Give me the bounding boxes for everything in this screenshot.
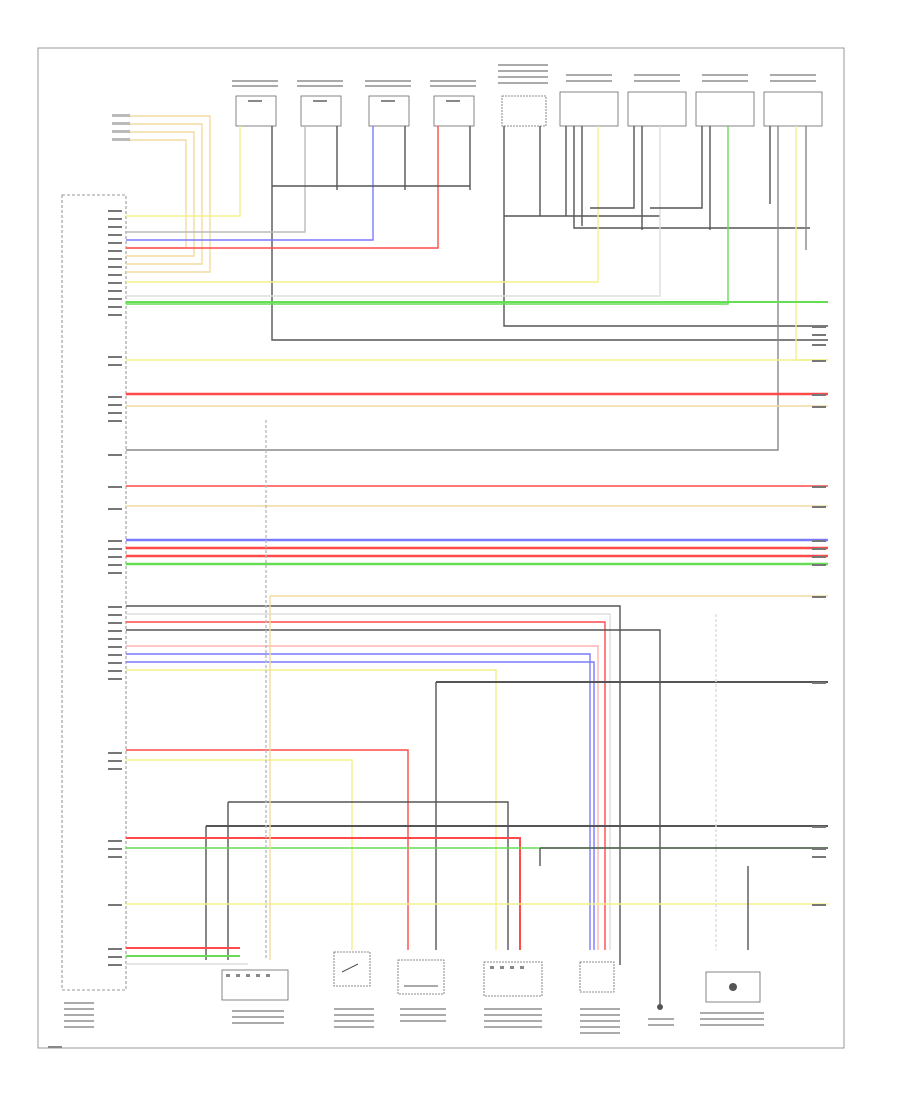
injector-3	[695, 74, 755, 127]
diagram-border	[37, 47, 845, 1049]
map-sensor	[483, 961, 543, 1028]
throttle-sensor	[579, 961, 620, 1034]
coil-wires	[126, 126, 828, 341]
oil-pressure-switch	[333, 951, 374, 1028]
top-left-connector	[112, 114, 130, 141]
ecm-caption	[64, 1002, 94, 1028]
injector-4	[763, 74, 823, 127]
ign-coil-1	[232, 80, 278, 127]
injector-2	[627, 74, 687, 127]
bus-wires	[126, 301, 828, 597]
ign-coil-3	[365, 80, 411, 127]
lower-wires	[126, 420, 828, 1005]
sensor-top-5	[498, 64, 548, 127]
knock-sensor-connector	[221, 969, 289, 1024]
page-marker	[48, 1046, 62, 1048]
injector-1	[559, 74, 619, 127]
ecm-pin-labels	[108, 210, 122, 966]
right-wire-end-markers	[812, 326, 826, 906]
ground-symbol	[648, 1004, 674, 1026]
ecm-box	[61, 194, 127, 991]
ign-coil-2	[297, 80, 343, 127]
injector-wires	[126, 126, 828, 451]
ign-coil-4	[430, 80, 476, 127]
vsv	[397, 959, 446, 1022]
heater-relay	[700, 971, 764, 1026]
